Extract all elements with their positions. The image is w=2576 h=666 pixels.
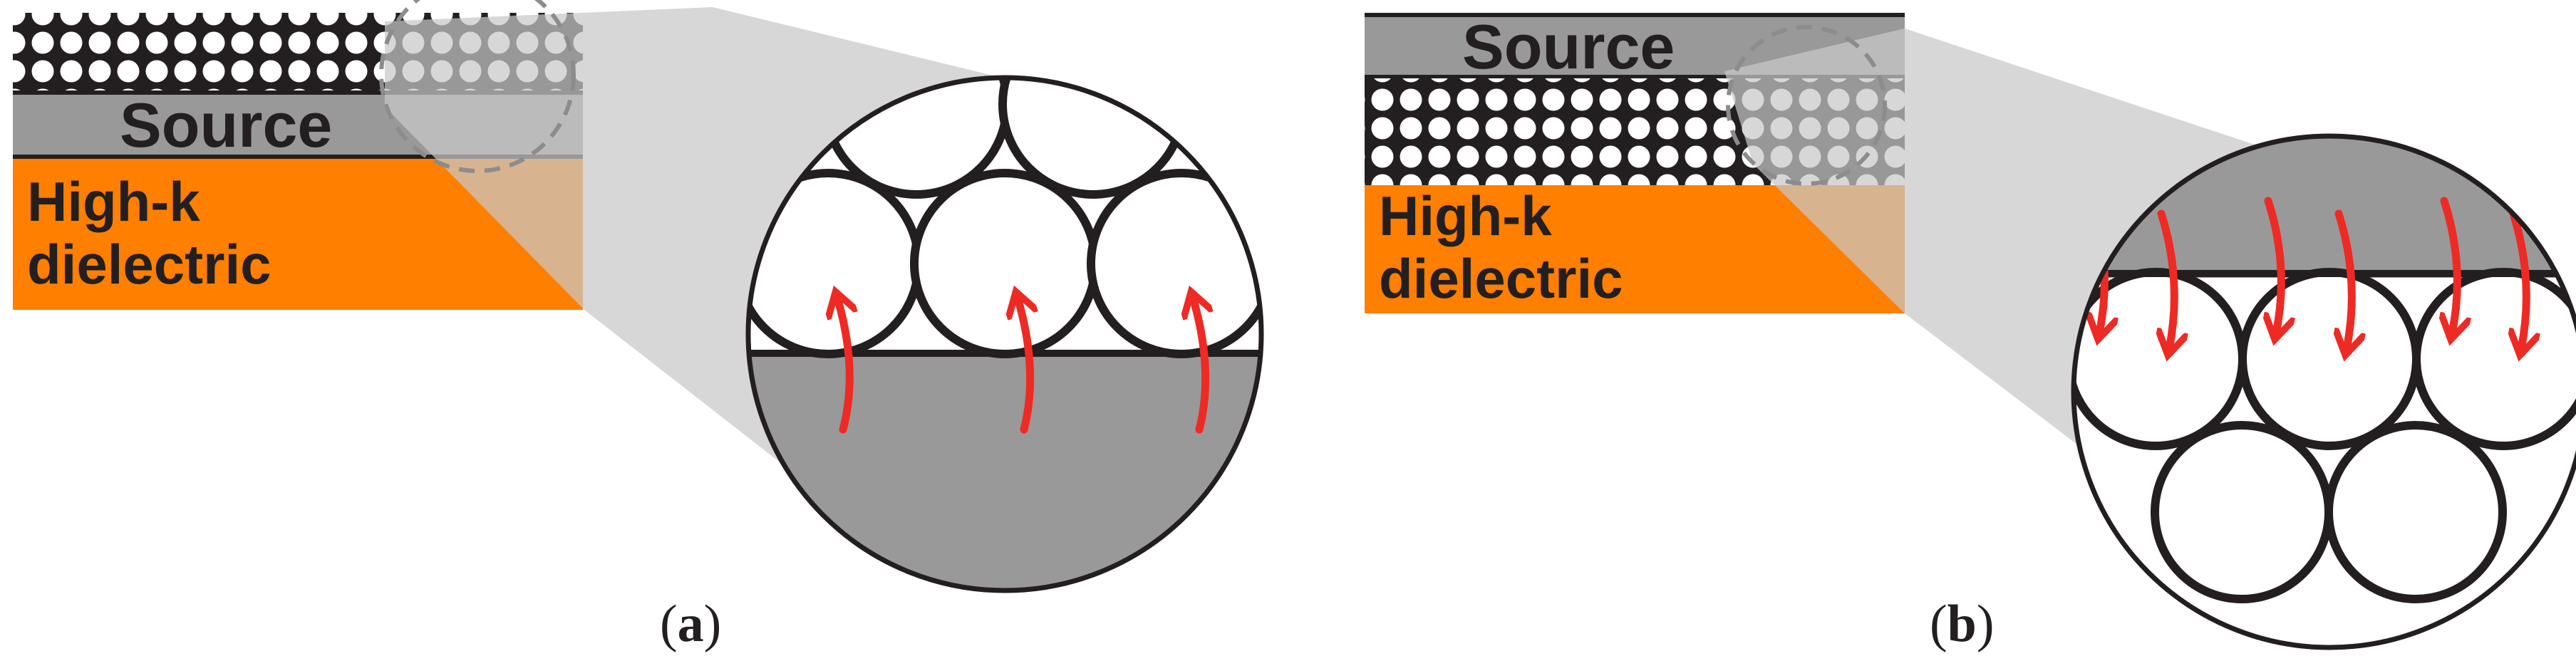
panel-a: Source High-k dielectric (a) <box>13 0 1264 653</box>
charge-arrow-a1 <box>837 298 849 434</box>
zoom-detail-b <box>2074 136 2576 647</box>
caption-a: (a) <box>660 595 721 653</box>
source-label-a: Source <box>120 90 332 160</box>
zoom-selection-b <box>1726 25 1887 186</box>
source-label-b: Source <box>1462 11 1675 82</box>
caption-b-open: ( <box>1930 595 1947 653</box>
charge-arrow-a2 <box>1018 298 1030 434</box>
caption-b-letter: b <box>1947 595 1977 653</box>
panel-b: Source High-k dielectric (b) <box>1365 11 2576 653</box>
zoom-selection-a <box>379 0 576 173</box>
dielectric-label-a-line2: dielectric <box>27 233 271 296</box>
charge-arrow-a3 <box>1193 298 1206 434</box>
zoom-circle-b <box>2071 133 2576 650</box>
caption-b: (b) <box>1930 595 1994 653</box>
caption-b-close: ) <box>1977 595 1995 653</box>
caption-a-close: ) <box>704 595 722 653</box>
caption-a-letter: a <box>678 595 704 653</box>
dielectric-label-b-line1: High-k <box>1379 184 1552 247</box>
charge-arrow-b3 <box>2268 197 2281 333</box>
zoom-circle-a <box>745 75 1264 593</box>
charge-arrow-b2 <box>2161 209 2174 349</box>
zoom-source-region-a <box>748 355 1261 590</box>
charge-arrow-b4 <box>2339 209 2352 349</box>
dielectric-label-b-line2: dielectric <box>1379 247 1623 310</box>
dielectric-label-a-line1: High-k <box>27 170 200 233</box>
charge-arrow-b5 <box>2444 197 2457 333</box>
caption-a-open: ( <box>660 595 678 653</box>
charge-arrow-b6 <box>2513 209 2526 349</box>
